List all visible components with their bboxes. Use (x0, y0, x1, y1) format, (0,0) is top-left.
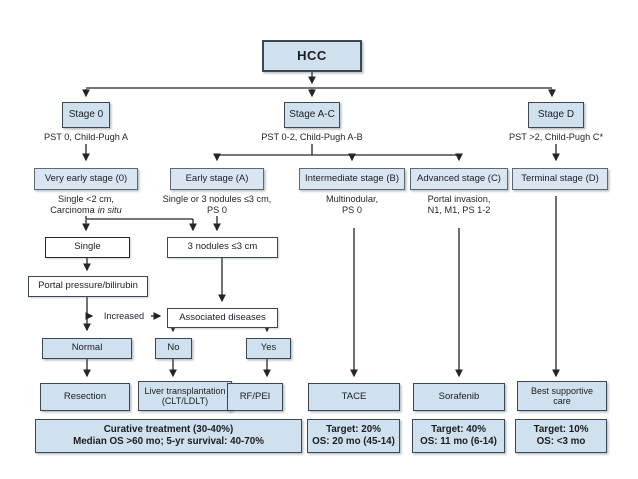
curative-outcome-line2: Median OS >60 mo; 5-yr survival: 40-70% (73, 436, 264, 447)
stage-d-box: Stage D (528, 102, 584, 128)
associated-diseases-label: Associated diseases (179, 311, 266, 323)
liver-transplantation-line2: (CLT/LDLT) (161, 396, 209, 406)
bsc-outcome-line2: OS: <3 mo (536, 436, 586, 447)
hcc-box: HCC (262, 40, 362, 72)
hcc-label: HCC (297, 47, 327, 63)
very-early-stage-box: Very early stage (0) (34, 168, 138, 190)
normal-label: Normal (71, 342, 103, 354)
very-early-stage-label: Very early stage (0) (44, 172, 128, 184)
intermediate-stage-box: Intermediate stage (B) (299, 168, 405, 190)
resection-label: Resection (63, 390, 107, 402)
single-box: Single (45, 237, 130, 258)
resection-box: Resection (40, 383, 130, 411)
very-early-criteria-line2: Carcinoma (50, 205, 95, 216)
terminal-stage-box: Terminal stage (D) (512, 168, 608, 190)
no-box: No (155, 338, 192, 359)
portal-pressure-box: Portal pressure/bilirubin (28, 276, 148, 297)
associated-diseases-box: Associated diseases (167, 308, 278, 328)
tace-outcome-line1: Target: 20% (326, 423, 381, 435)
tace-outcome-box: Target: 20% OS: 20 mo (45-14) (307, 419, 400, 453)
sorafenib-box: Sorafenib (413, 383, 505, 411)
yes-box: Yes (246, 338, 291, 359)
early-stage-label: Early stage (A) (185, 172, 249, 184)
advanced-criteria-line2: N1, M1, PS 1-2 (427, 205, 491, 216)
advanced-criteria: Portal invasion, N1, M1, PS 1-2 (409, 194, 509, 216)
best-supportive-care-box: Best supportive care (517, 381, 607, 411)
sorafenib-outcome-line2: OS: 11 mo (6-14) (420, 436, 497, 447)
advanced-criteria-line1: Portal invasion, (427, 194, 491, 204)
sorafenib-label: Sorafenib (438, 390, 480, 402)
early-criteria-line1: Single or 3 nodules ≤3 cm, (162, 194, 272, 204)
early-stage-box: Early stage (A) (170, 168, 264, 190)
intermediate-criteria-line2: PS 0 (342, 205, 362, 216)
liver-transplantation-box: Liver transplantation (CLT/LDLT) (138, 381, 232, 411)
early-criteria-line2: PS 0 (207, 205, 227, 216)
best-supportive-care-line1: Best supportive (530, 385, 594, 396)
bsc-outcome-box: Target: 10% OS: <3 mo (515, 419, 607, 453)
stage-ac-pst-label: PST 0-2, Child-Pugh A-B (261, 132, 363, 142)
stage-ac-label: Stage A-C (289, 109, 335, 121)
intermediate-criteria-line1: Multinodular, (325, 194, 379, 204)
increased-label: Increased (98, 310, 150, 322)
intermediate-stage-label: Intermediate stage (B) (305, 172, 399, 184)
single-label: Single (74, 241, 101, 253)
sorafenib-outcome-line1: Target: 40% (431, 423, 486, 435)
stage-d-label: Stage D (537, 109, 575, 121)
curative-outcome-line1: Curative treatment (30-40%) (103, 423, 234, 435)
rf-pei-label: RF/PEI (239, 390, 271, 402)
terminal-stage-label: Terminal stage (D) (521, 172, 599, 184)
yes-label: Yes (260, 342, 277, 354)
stage-0-box: Stage 0 (62, 102, 110, 128)
no-label: No (167, 342, 180, 354)
liver-transplantation-line1: Liver transplantation (144, 385, 226, 396)
advanced-stage-box: Advanced stage (C) (410, 168, 508, 190)
early-criteria: Single or 3 nodules ≤3 cm, PS 0 (147, 194, 287, 216)
sorafenib-outcome-box: Target: 40% OS: 11 mo (6-14) (412, 419, 505, 453)
portal-pressure-label: Portal pressure/bilirubin (38, 280, 138, 292)
intermediate-criteria: Multinodular, PS 0 (302, 194, 402, 216)
stage-0-label: Stage 0 (68, 109, 104, 121)
tace-outcome-line2: OS: 20 mo (45-14) (312, 436, 395, 447)
tace-label: TACE (341, 390, 367, 402)
stage-ac-box: Stage A-C (284, 102, 340, 128)
very-early-criteria-line1: Single <2 cm, (58, 194, 114, 204)
advanced-stage-label: Advanced stage (C) (417, 172, 501, 184)
stage-0-pst-label: PST 0, Child-Pugh A (43, 132, 129, 142)
bsc-outcome-line1: Target: 10% (533, 423, 589, 435)
tace-box: TACE (308, 383, 400, 411)
normal-box: Normal (42, 338, 132, 359)
stage-d-pst-label: PST >2, Child-Pugh C* (508, 132, 604, 142)
rf-pei-box: RF/PEI (227, 383, 283, 411)
curative-outcome-box: Curative treatment (30-40%) Median OS >6… (35, 419, 302, 453)
three-nodules-box: 3 nodules ≤3 cm (167, 237, 278, 258)
best-supportive-care-line2: care (553, 396, 571, 406)
very-early-criteria-italic: in situ (97, 205, 122, 216)
three-nodules-label: 3 nodules ≤3 cm (187, 241, 258, 253)
